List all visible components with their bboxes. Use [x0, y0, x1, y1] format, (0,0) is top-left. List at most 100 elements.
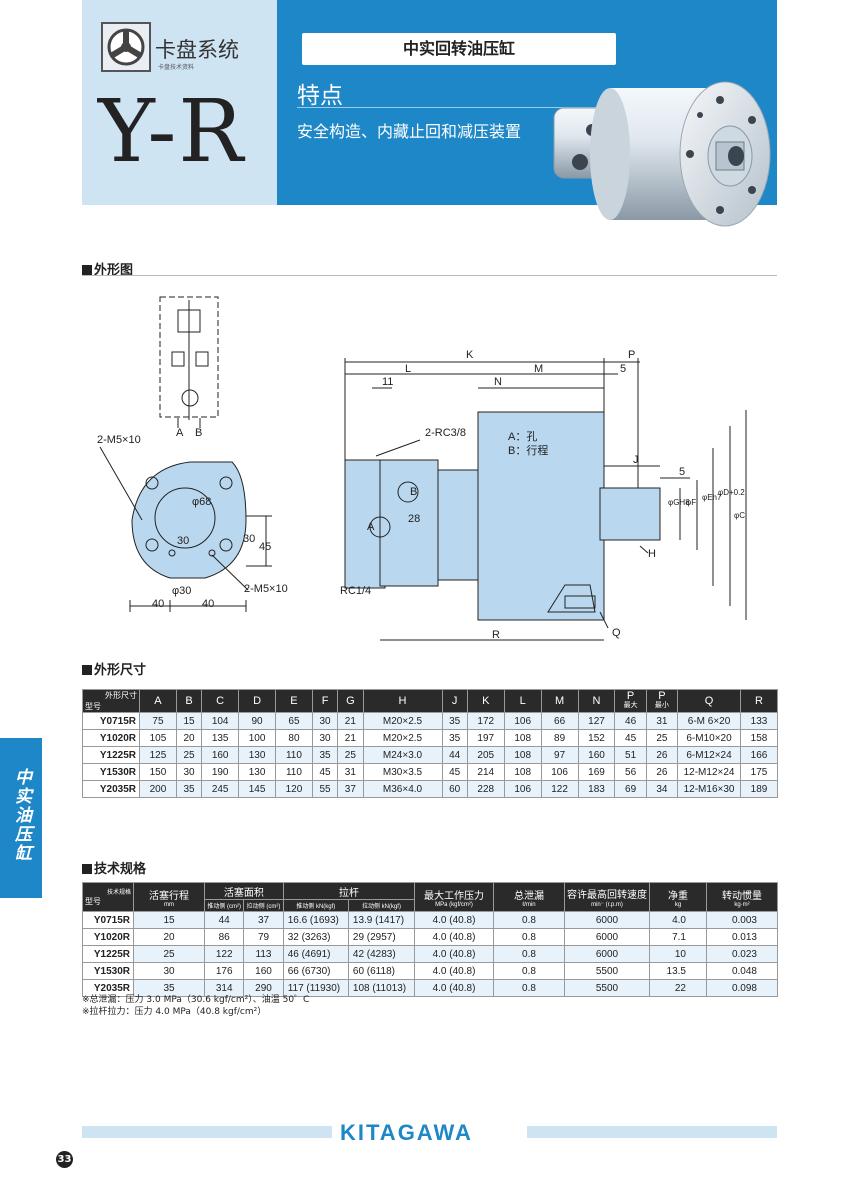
label-5-top: 5 — [620, 363, 626, 375]
table-cell: 42 (4283) — [347, 945, 416, 963]
note-leak: ※总泄漏：压力 3.0 MPa（30.6 kgf/cm²）、油温 50゜C — [82, 995, 310, 1005]
table-cell: 106 — [503, 780, 542, 798]
label-m5-bottom: 2-M5×10 — [244, 583, 288, 595]
model-cell: Y0715R — [82, 712, 140, 730]
label-phi-d: φD+0.2 — [718, 488, 745, 497]
col-header: A — [139, 689, 177, 713]
table-cell: 51 — [614, 746, 647, 764]
table-cell: 108 (11013) — [347, 979, 416, 997]
table-cell: 108 — [503, 763, 542, 781]
label-n: N — [494, 376, 502, 388]
table-cell: 108 — [503, 746, 542, 764]
feature-heading: 特点 — [297, 83, 343, 109]
feature-text: 安全构造、内藏止回和减压装置 — [297, 122, 522, 141]
table-cell: 228 — [466, 780, 505, 798]
col-header: N — [577, 689, 616, 713]
table-cell: 25 — [337, 746, 364, 764]
table-cell: 314 — [203, 979, 245, 997]
note-rod: ※拉杆拉力：压力 4.0 MPa（40.8 kgf/cm²） — [82, 1007, 267, 1017]
table-cell: 0.8 — [493, 911, 565, 929]
brand-subtitle: 卡盘技术资料 — [158, 64, 195, 71]
table-cell: 5500 — [564, 979, 650, 997]
table-cell: 4.0 (40.8) — [414, 911, 494, 929]
table-cell: 120 — [275, 780, 313, 798]
model-cell: Y0715R — [82, 911, 134, 929]
label-phi-g: φGH8 — [668, 498, 690, 507]
label-5-mid: 5 — [679, 466, 685, 478]
footnotes: ※总泄漏：压力 3.0 MPa（30.6 kgf/cm²）、油温 50゜C ※拉… — [82, 994, 309, 1018]
table-cell: 37 — [337, 780, 364, 798]
table-cell: 176 — [203, 962, 245, 980]
col-area-pull: 拉动侧 (cm²) — [243, 899, 284, 912]
table-cell: 105 — [139, 729, 177, 747]
table-cell: 113 — [243, 945, 284, 963]
table-cell: 55 — [311, 780, 339, 798]
kitagawa-logo: KITAGAWA — [340, 1120, 473, 1145]
col-header: B — [175, 689, 203, 713]
table-cell: 172 — [466, 712, 505, 730]
table-cell: 6000 — [564, 945, 650, 963]
table-cell: 44 — [203, 911, 245, 929]
table-cell: 6-M10×20 — [677, 729, 742, 747]
table-cell: M36×4.0 — [362, 780, 443, 798]
label-h: H — [648, 548, 656, 560]
col-header: E — [275, 689, 313, 713]
table-cell: 6000 — [564, 911, 650, 929]
label-phi-e: φEh7 — [702, 493, 722, 502]
label-b: B — [195, 427, 202, 439]
product-title: 中实回转油压缸 — [302, 33, 616, 65]
table-cell: 75 — [139, 712, 177, 730]
model-cell: Y2035R — [82, 780, 140, 798]
table-cell: 97 — [540, 746, 579, 764]
table-cell: 200 — [139, 780, 177, 798]
table-cell: 79 — [243, 928, 284, 946]
table-cell: 34 — [645, 780, 679, 798]
table-cell: 4.0 (40.8) — [414, 928, 494, 946]
table-cell: 46 (4691) — [282, 945, 349, 963]
table-cell: 214 — [466, 763, 505, 781]
product-photo — [553, 81, 771, 227]
label-phi68: φ68 — [192, 496, 211, 508]
footer-bar-left — [82, 1126, 332, 1138]
table-cell: 10 — [649, 945, 707, 963]
table-cell: 26 — [645, 763, 679, 781]
table-cell: 160 — [577, 746, 616, 764]
table-cell: 26 — [645, 746, 679, 764]
table-cell: 4.0 — [649, 911, 707, 929]
table-cell: 66 (6730) — [282, 962, 349, 980]
label-40-left: 40 — [152, 598, 164, 610]
table-cell: 37 — [243, 911, 284, 929]
label-11: 11 — [382, 376, 393, 388]
table-cell: 89 — [540, 729, 579, 747]
table-cell: 130 — [238, 746, 277, 764]
side-tab: 中实油压缸 — [0, 738, 42, 898]
label-a: A — [176, 427, 184, 439]
label-30-h: 30 — [177, 535, 189, 547]
table-corner: 技术规格 型号 — [82, 882, 134, 912]
table-cell: 108 — [503, 729, 542, 747]
label-l: L — [405, 363, 411, 375]
model-cell: Y1225R — [82, 945, 134, 963]
table-cell: 0.8 — [493, 979, 565, 997]
table-cell: 169 — [577, 763, 616, 781]
table-cell: 21 — [337, 712, 364, 730]
table-cell: 20 — [175, 729, 203, 747]
table-cell: 32 (3263) — [282, 928, 349, 946]
label-rc14: RC1/4 — [340, 585, 371, 597]
label-b-port: B — [410, 486, 417, 498]
label-p: P — [628, 349, 635, 361]
label-28: 28 — [408, 513, 420, 525]
table-cell: M20×2.5 — [362, 712, 443, 730]
table-cell: 152 — [577, 729, 616, 747]
col-rod-push: 推动侧 kN(kgf) — [282, 899, 349, 912]
table-cell: 29 (2957) — [347, 928, 416, 946]
col-header: J — [441, 689, 468, 713]
